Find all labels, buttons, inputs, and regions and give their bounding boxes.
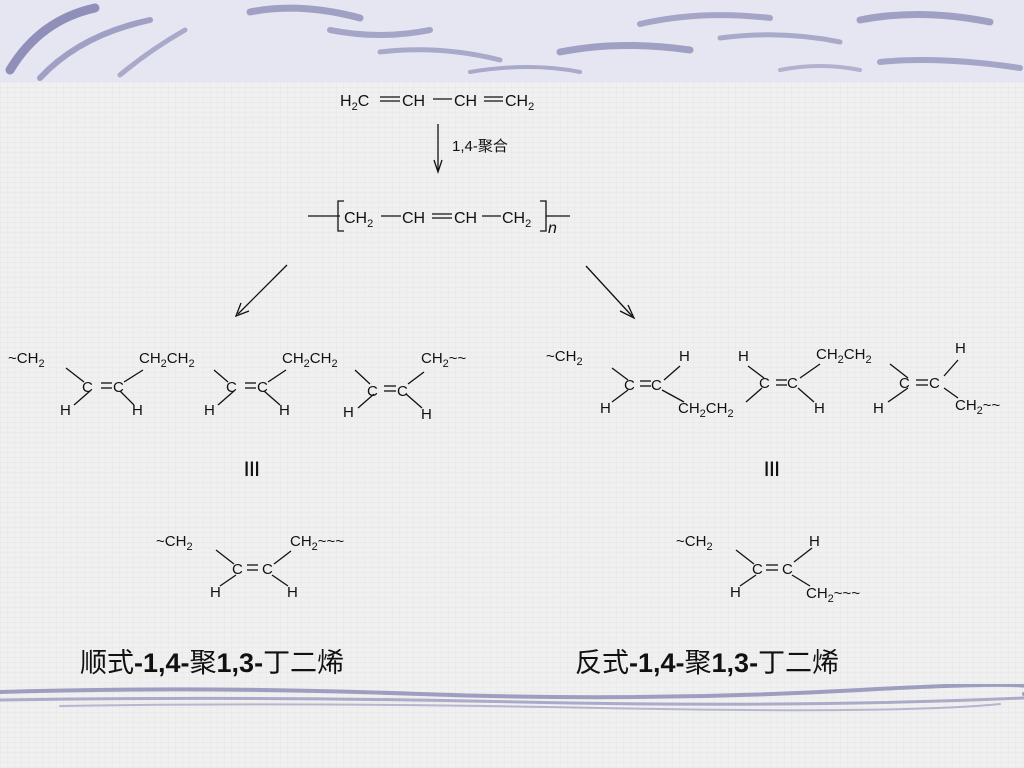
svg-text:C: C: [262, 561, 273, 578]
cis-caption-locants-2: 1,3-: [216, 648, 264, 678]
svg-text:~CH2: ~CH2: [546, 348, 583, 368]
svg-text:C: C: [651, 377, 662, 394]
trans-equivalence-symbol: ≡: [755, 460, 788, 478]
polymer-ch-a: CH: [402, 210, 425, 227]
header-decoration: [0, 0, 1024, 82]
cis-simplified: ~CH2 CH2~~~ C C H H: [156, 533, 344, 601]
svg-text:C: C: [367, 383, 378, 400]
svg-text:C: C: [232, 561, 243, 578]
cis-equivalence-symbol: ≡: [235, 460, 268, 478]
svg-text:~CH2: ~CH2: [676, 533, 713, 553]
svg-text:C: C: [899, 375, 910, 392]
svg-text:CH2~~~: CH2~~~: [290, 533, 344, 553]
cis-caption-suffix: 丁二烯: [263, 648, 345, 679]
svg-text:H: H: [809, 533, 820, 550]
svg-text:CH2CH2: CH2CH2: [816, 346, 872, 366]
cis-caption-prefix: 顺式: [80, 648, 134, 679]
svg-text:H: H: [814, 400, 825, 417]
svg-text:CH2~~: CH2~~: [421, 350, 467, 370]
svg-text:C: C: [624, 377, 635, 394]
cis-caption-poly: 聚: [189, 648, 217, 679]
svg-text:H: H: [204, 402, 215, 419]
polymer-ch2-b: CH2: [502, 210, 531, 230]
trans-simplified: ~CH2 H C C H CH2~~~: [676, 533, 860, 605]
svg-text:C: C: [113, 379, 124, 396]
svg-text:H: H: [343, 404, 354, 421]
polymer-n: n: [548, 220, 557, 237]
monomer-left: H2C: [340, 93, 369, 113]
svg-text:CH2CH2: CH2CH2: [282, 350, 338, 370]
footer-decoration: [0, 684, 1024, 712]
svg-text:H: H: [279, 402, 290, 419]
trans-caption-locants-2: 1,3-: [711, 648, 759, 678]
svg-text:C: C: [397, 383, 408, 400]
svg-text:H: H: [287, 584, 298, 601]
trans-caption-suffix: 丁二烯: [758, 648, 840, 679]
svg-text:C: C: [226, 379, 237, 396]
svg-text:H: H: [955, 340, 966, 357]
svg-text:H: H: [421, 406, 432, 423]
svg-text:C: C: [82, 379, 93, 396]
monomer-ch-1: CH: [402, 93, 425, 110]
monomer-right: CH2: [505, 93, 534, 113]
trans-caption: 反式-1,4-聚1,3-丁二烯: [575, 641, 839, 680]
trans-caption-poly: 聚: [684, 648, 712, 679]
svg-text:~CH2: ~CH2: [8, 350, 45, 370]
reaction-label: 1,4-聚合: [452, 138, 508, 155]
svg-text:CH2~~: CH2~~: [955, 397, 1001, 417]
svg-text:C: C: [929, 375, 940, 392]
cis-chain: ~CH2 C C H H CH2CH2 C C H H CH2CH2 C C H H CH2…: [8, 350, 467, 423]
svg-text:H: H: [210, 584, 221, 601]
trans-caption-prefix: 反式: [575, 648, 629, 679]
polymer-ch-b: CH: [454, 210, 477, 227]
cis-caption: 顺式-1,4-聚1,3-丁二烯: [80, 641, 344, 680]
svg-text:CH2~~~: CH2~~~: [806, 585, 860, 605]
svg-text:H: H: [600, 400, 611, 417]
svg-text:H: H: [738, 348, 749, 365]
svg-text:H: H: [873, 400, 884, 417]
svg-text:CH2CH2: CH2CH2: [678, 400, 734, 420]
cis-caption-locants: -1,4-: [134, 648, 190, 678]
svg-text:C: C: [787, 375, 798, 392]
trans-caption-locants: -1,4-: [629, 648, 685, 678]
svg-text:~CH2: ~CH2: [156, 533, 193, 553]
svg-text:C: C: [782, 561, 793, 578]
svg-text:H: H: [730, 584, 741, 601]
svg-text:H: H: [132, 402, 143, 419]
svg-text:C: C: [752, 561, 763, 578]
polymer-ch2-a: CH2: [344, 210, 373, 230]
svg-text:CH2CH2: CH2CH2: [139, 350, 195, 370]
monomer-ch-2: CH: [454, 93, 477, 110]
svg-text:C: C: [257, 379, 268, 396]
svg-text:H: H: [679, 348, 690, 365]
svg-text:C: C: [759, 375, 770, 392]
svg-text:H: H: [60, 402, 71, 419]
